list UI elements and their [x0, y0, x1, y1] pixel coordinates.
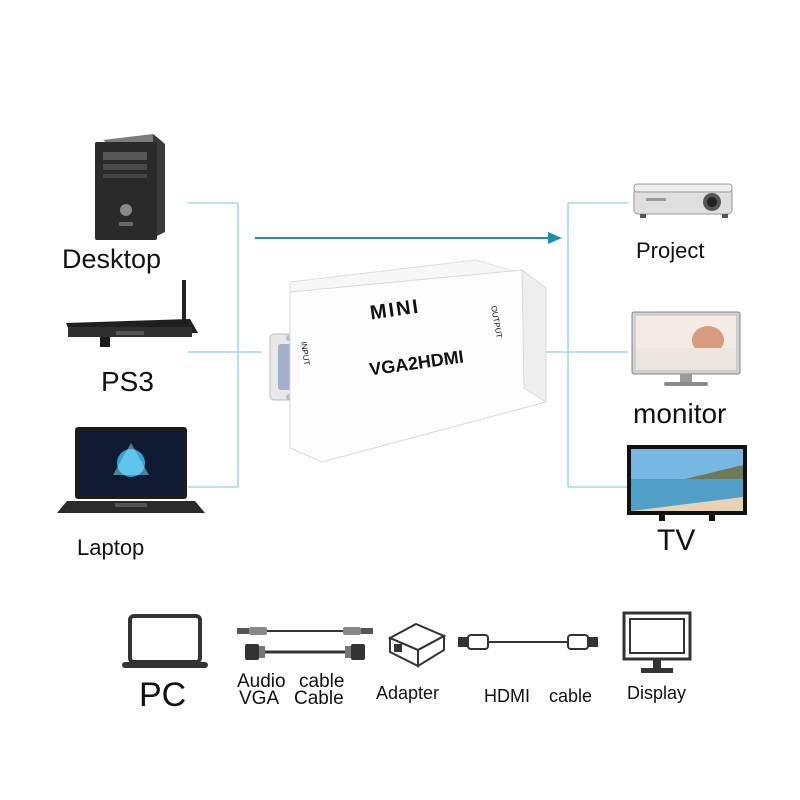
legend-label-hdmi-cable: cable [549, 686, 593, 706]
adapter-icon [387, 622, 447, 668]
tv-icon [627, 445, 747, 521]
legend-label-hdmi: HDMI [484, 686, 530, 706]
legend-label-vga: VGA [239, 688, 280, 709]
legend-label-adapter: Adapter [376, 683, 440, 703]
output-label-tv: TV [657, 524, 696, 557]
ps3-device-icon [66, 280, 198, 347]
legend-label-audio-cable: cable [299, 671, 345, 692]
pc-laptop-icon [122, 614, 208, 668]
monitor-icon [631, 311, 741, 386]
display-icon [622, 611, 692, 673]
legend-label-audio: Audio [237, 671, 286, 692]
laptop-icon [57, 427, 205, 513]
desktop-tower-icon [95, 134, 165, 240]
projector-icon [633, 183, 733, 218]
source-label-ps3: PS3 [101, 366, 154, 397]
legend-label-vga-cable: Cable [294, 688, 344, 709]
audio-vga-cable-icon [237, 627, 373, 660]
output-label-monitor: monitor [633, 398, 727, 429]
vga2hdmi-converter-box [269, 259, 547, 463]
source-label-laptop: Laptop [77, 535, 145, 560]
legend-label-pc: PC [139, 676, 187, 714]
signal-arrow [255, 232, 562, 244]
source-label-desktop: Desktop [62, 244, 162, 274]
hdmi-cable-icon [458, 634, 598, 650]
legend-label-display: Display [627, 683, 687, 703]
output-label-projector: Project [636, 238, 705, 263]
